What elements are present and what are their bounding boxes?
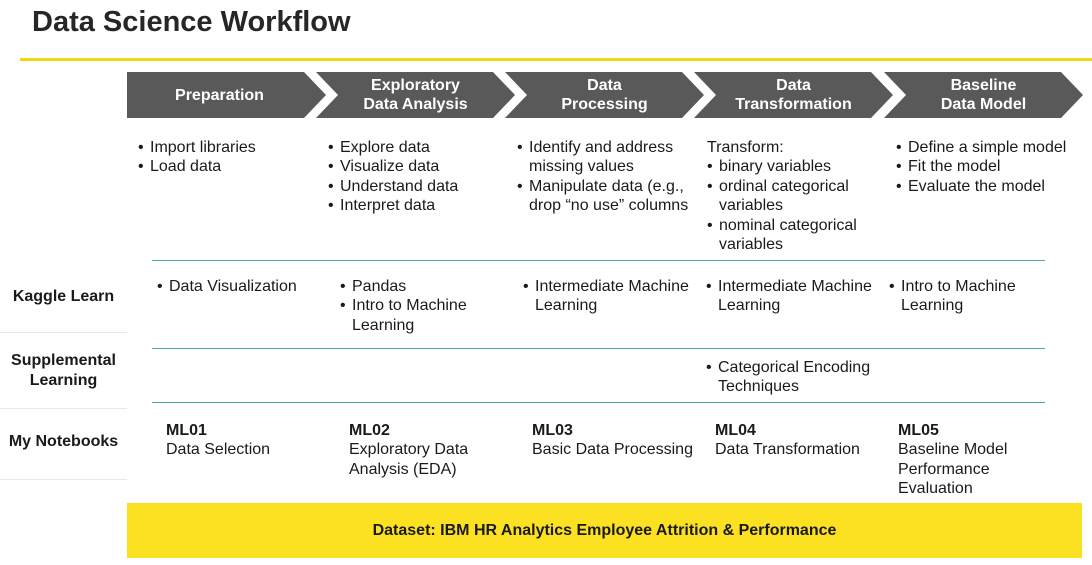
notebook-code: ML04 [715,422,756,439]
list-item: Intermediate Machine Learning [706,277,886,316]
notebook-ml04: ML04 Data Transformation [715,421,885,460]
stage-baseline-chevron: Baseline Data Model [884,72,1083,118]
kaggle-eda: Pandas Intro to Machine Learning [340,277,500,335]
list-item: binary variables [707,157,882,177]
divider-line [152,348,1045,349]
list-item: Define a simple model [896,138,1086,158]
list-item: ordinal categorical variables [707,177,882,216]
supplemental-transformation: Categorical Encoding Techniques [706,358,886,397]
row-separator [0,479,127,480]
notebook-ml01: ML01 Data Selection [166,421,336,460]
list-item: nominal categorical variables [707,216,882,255]
notebook-name: Data Selection [166,441,271,459]
kaggle-processing: Intermediate Machine Learning [523,277,698,316]
notebook-ml02: ML02 Exploratory Data Analysis (EDA) [349,421,519,479]
list-item: Categorical Encoding Techniques [706,358,886,397]
stage-processing-chevron: Data Processing [505,72,704,118]
divider-line [152,402,1045,403]
page-title: Data Science Workflow [32,6,351,38]
tasks-intro: Transform: [707,139,784,156]
list-item: Understand data [328,177,498,197]
kaggle-preparation: Data Visualization [157,277,327,297]
kaggle-transformation: Intermediate Machine Learning [706,277,886,316]
divider-line [152,260,1045,261]
notebook-ml03: ML03 Basic Data Processing [532,421,707,460]
tasks-transformation: Transform: binary variables ordinal cate… [707,138,882,254]
row-separator [0,332,127,333]
notebook-code: ML02 [349,422,390,439]
list-item: Import libraries [138,138,308,158]
list-item: Evaluate the model [896,177,1086,197]
notebook-name: Basic Data Processing [532,441,693,459]
list-item: Fit the model [896,157,1086,177]
notebook-code: ML03 [532,422,573,439]
stage-transformation-chevron: Data Transformation [694,72,893,118]
list-item: Explore data [328,138,498,158]
list-item: Intermediate Machine Learning [523,277,698,316]
tasks-preparation: Import libraries Load data [138,138,308,177]
stage-eda-chevron: Exploratory Data Analysis [316,72,515,118]
notebook-name: Data Transformation [715,441,860,459]
stage-preparation-chevron: Preparation [127,72,326,118]
row-label-kaggle: Kaggle Learn [12,288,115,306]
list-item: Interpret data [328,196,498,216]
row-label-notebooks: My Notebooks [8,433,119,451]
kaggle-baseline: Intro to Machine Learning [889,277,1069,316]
notebook-name: Exploratory Data Analysis (EDA) [349,441,469,478]
tasks-baseline: Define a simple model Fit the model Eval… [896,138,1086,197]
notebook-ml05: ML05 Baseline Model Performance Evaluati… [898,421,1068,499]
list-item: Manipulate data (e.g., drop “no use” col… [517,177,697,216]
notebook-name: Baseline Model Performance Evaluation [898,441,1008,498]
notebook-code: ML05 [898,422,939,439]
title-underline [20,58,1092,61]
list-item: Load data [138,157,308,177]
tasks-eda: Explore data Visualize data Understand d… [328,138,498,216]
row-label-supplemental: Supplemental Learning [11,352,116,389]
row-separator [0,408,127,409]
list-item: Identify and address missing values [517,138,697,177]
notebook-code: ML01 [166,422,207,439]
dataset-banner: Dataset: IBM HR Analytics Employee Attri… [127,503,1082,558]
list-item: Intro to Machine Learning [889,277,1069,316]
list-item: Intro to Machine Learning [340,296,500,335]
list-item: Data Visualization [157,277,327,297]
list-item: Pandas [340,277,500,297]
list-item: Visualize data [328,157,498,177]
tasks-processing: Identify and address missing values Mani… [517,138,697,216]
